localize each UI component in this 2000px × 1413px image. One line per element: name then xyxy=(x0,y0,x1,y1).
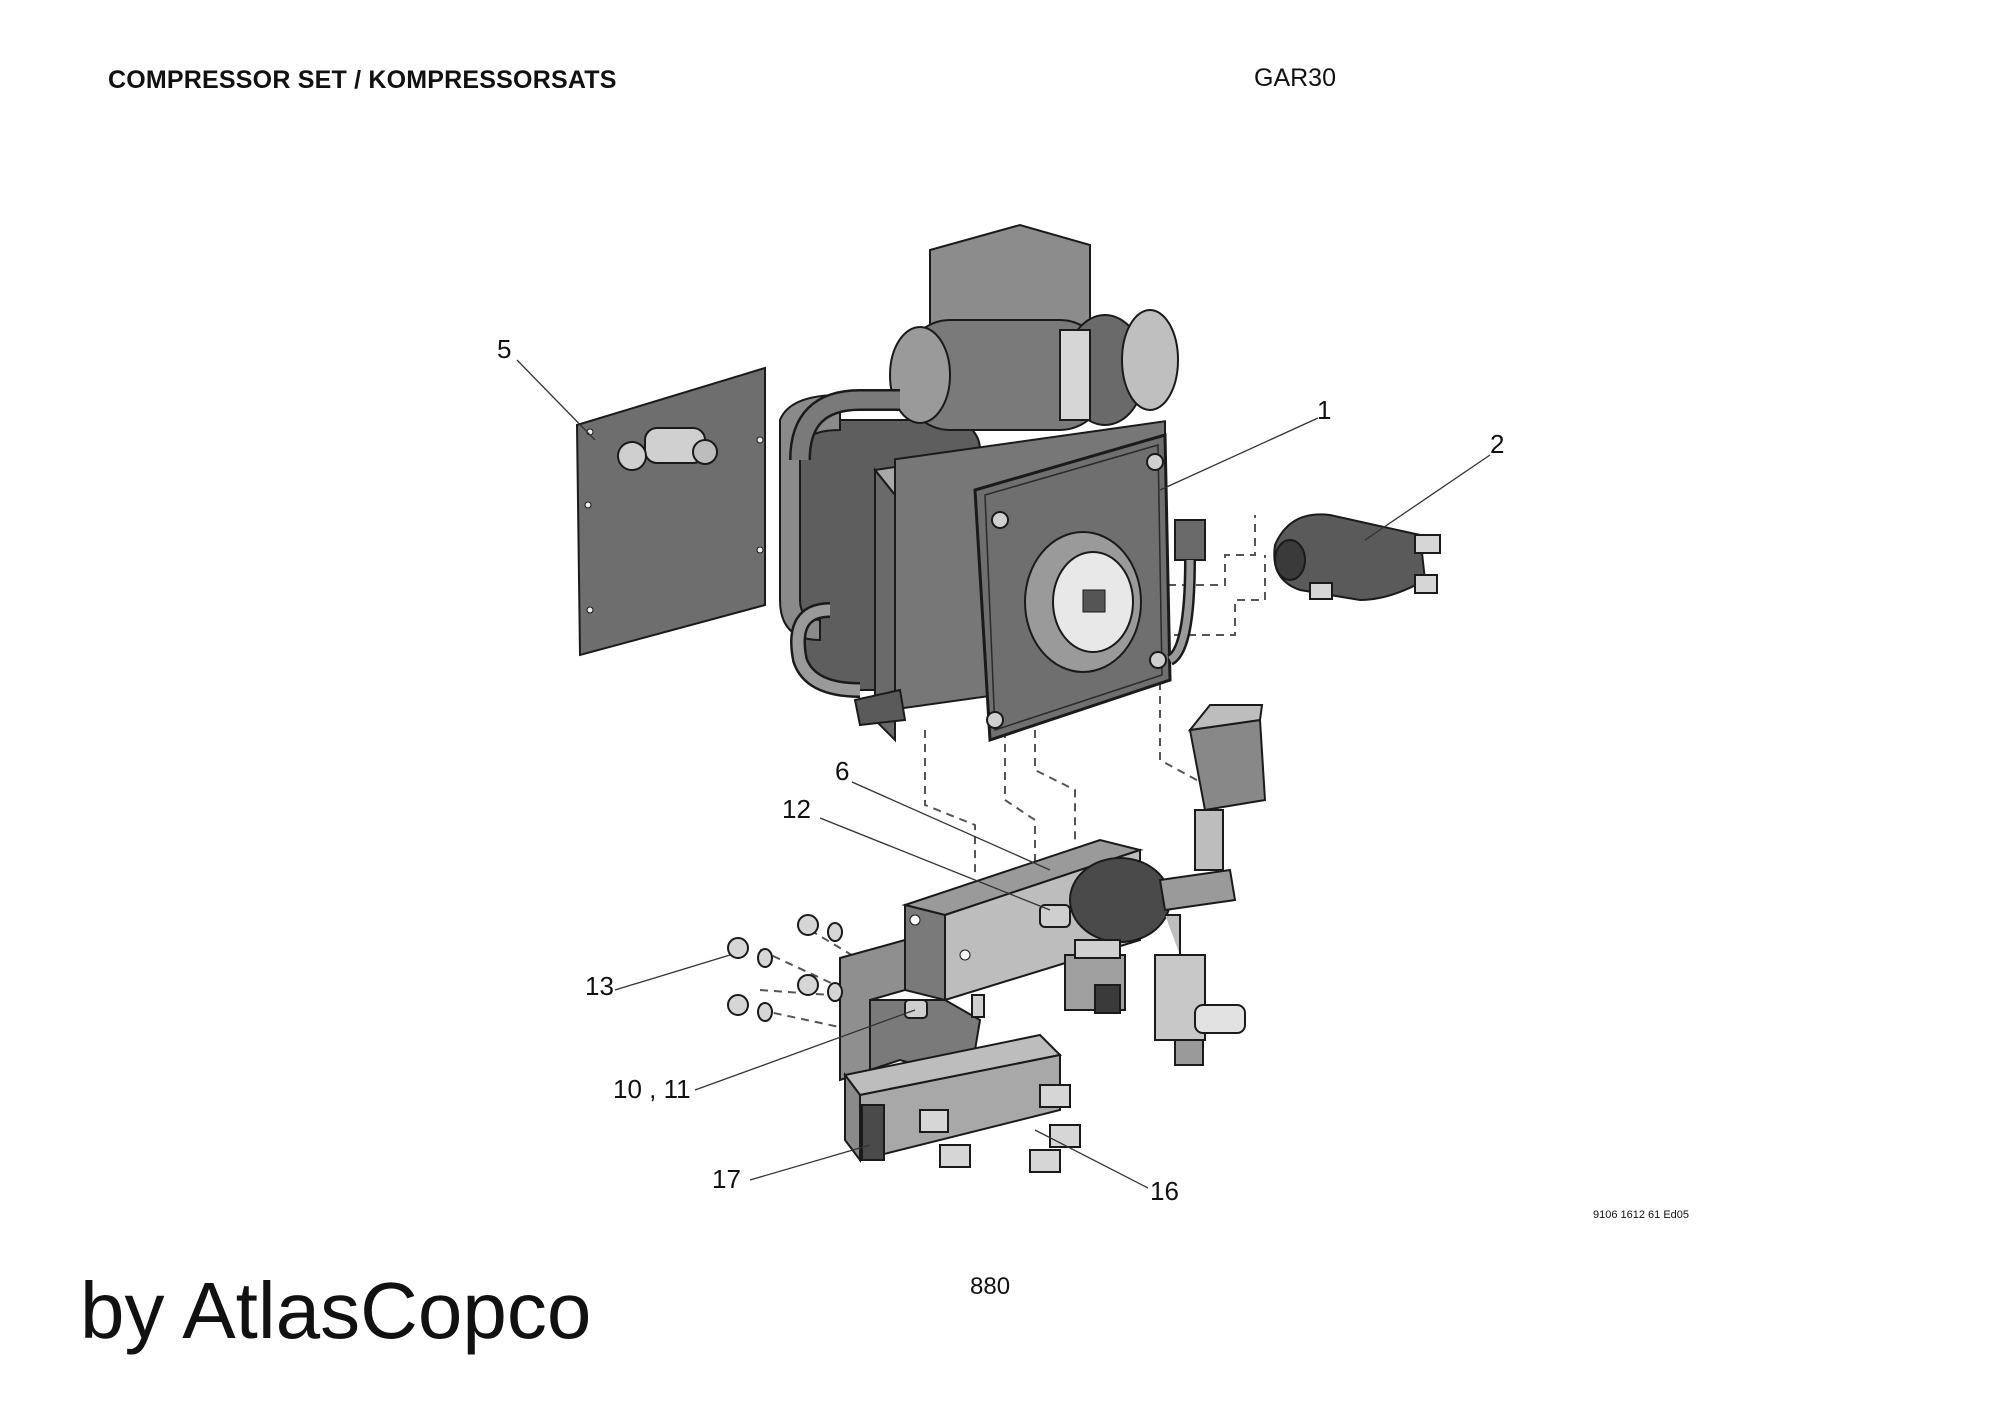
part-5-cover-plate xyxy=(575,366,766,657)
callout-16: 16 xyxy=(1150,1176,1179,1206)
part-17-bracket xyxy=(861,1104,885,1161)
callout-10-11: 10 , 11 xyxy=(613,1074,691,1104)
part-2-elbow-fitting xyxy=(1273,513,1441,602)
part-10-11-bolts xyxy=(904,994,985,1019)
callout-12: 12 xyxy=(782,794,811,824)
part-16-cooler-block xyxy=(843,1033,1081,1173)
part-1-compressor-body xyxy=(779,223,1206,743)
part-12-fitting xyxy=(1039,904,1071,928)
page-title: COMPRESSOR SET / KOMPRESSORSATS xyxy=(108,66,617,94)
callout-13: 13 xyxy=(585,971,614,1001)
callout-2: 2 xyxy=(1490,429,1504,459)
page-number: 880 xyxy=(970,1273,1011,1300)
callout-17: 17 xyxy=(712,1164,741,1194)
callout-1: 1 xyxy=(1317,395,1331,425)
part-13-nuts-washers xyxy=(727,914,843,1022)
callout-6: 6 xyxy=(835,756,849,786)
leader-lines xyxy=(516,359,1491,1189)
document-number: 9106 1612 61 Ed05 xyxy=(1593,1209,1689,1221)
brand-footer: by AtlasCopco xyxy=(80,1266,592,1355)
valve-assembly xyxy=(1064,704,1267,1066)
model-code: GAR30 xyxy=(1254,64,1336,92)
callout-5: 5 xyxy=(497,334,511,364)
